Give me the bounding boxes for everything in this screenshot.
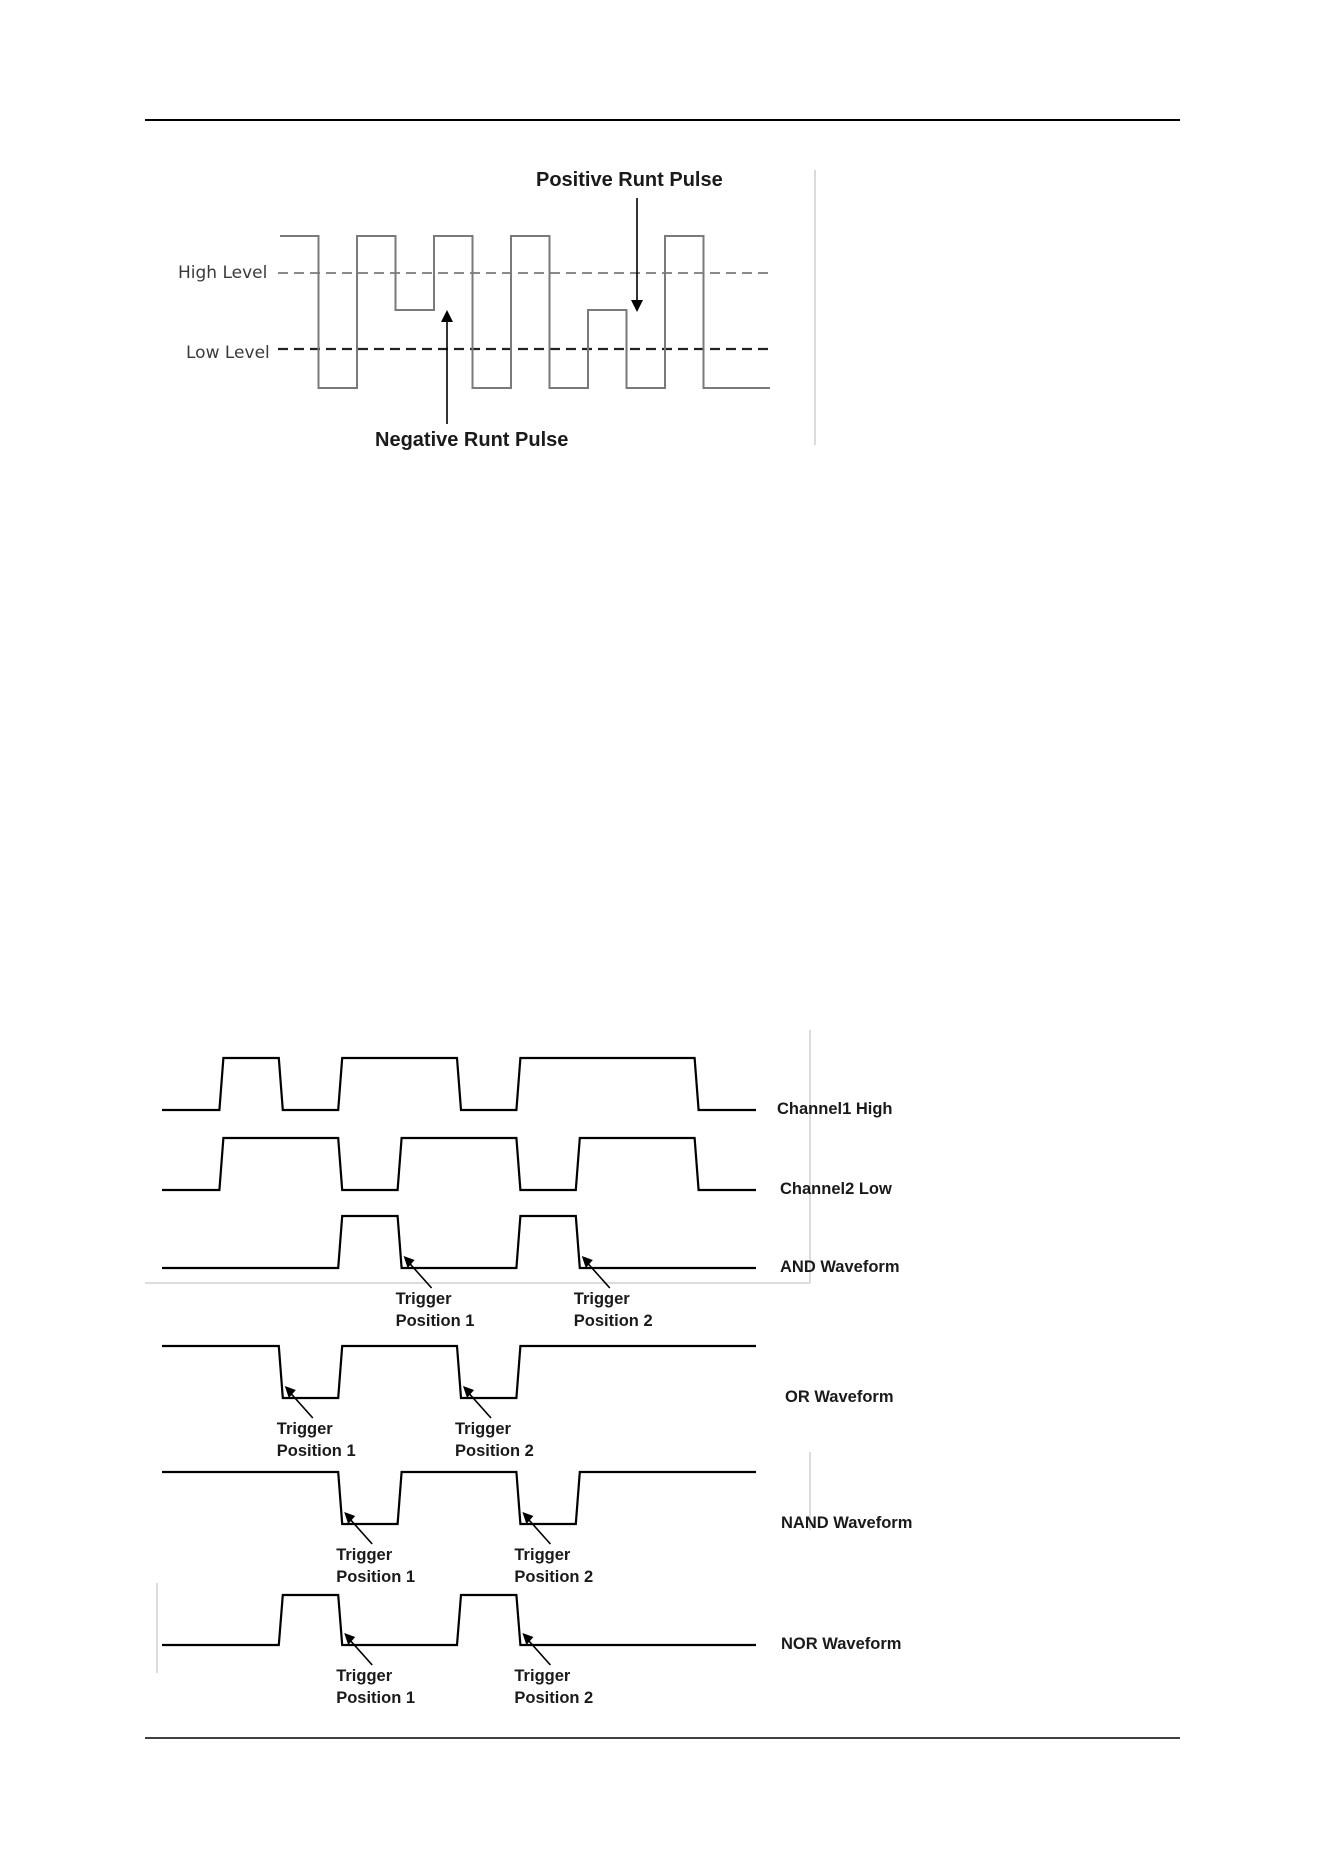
trigger-label: Trigger [336, 1667, 393, 1685]
negative-runt-arrowhead [441, 310, 453, 322]
trigger-position-label: Position 2 [514, 1568, 593, 1586]
trigger-label: Trigger [396, 1290, 453, 1308]
trigger-position-label: Position 2 [574, 1312, 653, 1330]
trigger-position-label: Position 2 [514, 1689, 593, 1707]
waveform-1 [162, 1058, 756, 1110]
trigger-label: Trigger [514, 1667, 571, 1685]
high-level-label: High Level [178, 263, 267, 283]
trigger-label: Trigger [277, 1420, 334, 1438]
positive-runt-label: Positive Runt Pulse [536, 169, 723, 191]
waveform-label: NAND Waveform [781, 1514, 912, 1532]
trigger-position-label: Position 1 [277, 1442, 356, 1460]
waveform-label: OR Waveform [785, 1388, 894, 1406]
trigger-label: Trigger [574, 1290, 631, 1308]
waveform-label: NOR Waveform [781, 1635, 901, 1653]
negative-runt-label: Negative Runt Pulse [375, 429, 568, 451]
waveform-5 [162, 1472, 756, 1524]
trigger-label: Trigger [455, 1420, 512, 1438]
waveform-label: Channel2 Low [780, 1180, 892, 1198]
runt-pulse-figure: High Level Low Level Positive Runt Pulse… [178, 169, 815, 451]
positive-runt-arrowhead [631, 300, 643, 312]
waveform-label: AND Waveform [780, 1258, 900, 1276]
trigger-label: Trigger [336, 1546, 393, 1564]
trigger-position-label: Position 1 [336, 1568, 415, 1586]
runt-waveform [280, 236, 770, 388]
waveform-2 [162, 1138, 756, 1190]
waveform-4 [162, 1346, 756, 1398]
trigger-position-label: Position 2 [455, 1442, 534, 1460]
trigger-label: Trigger [514, 1546, 571, 1564]
waveform-label: Channel1 High [777, 1100, 893, 1118]
low-level-label: Low Level [186, 343, 270, 363]
trigger-position-label: Position 1 [396, 1312, 475, 1330]
waveform-3 [162, 1216, 756, 1268]
waveform-6 [162, 1595, 756, 1645]
trigger-position-label: Position 1 [336, 1689, 415, 1707]
